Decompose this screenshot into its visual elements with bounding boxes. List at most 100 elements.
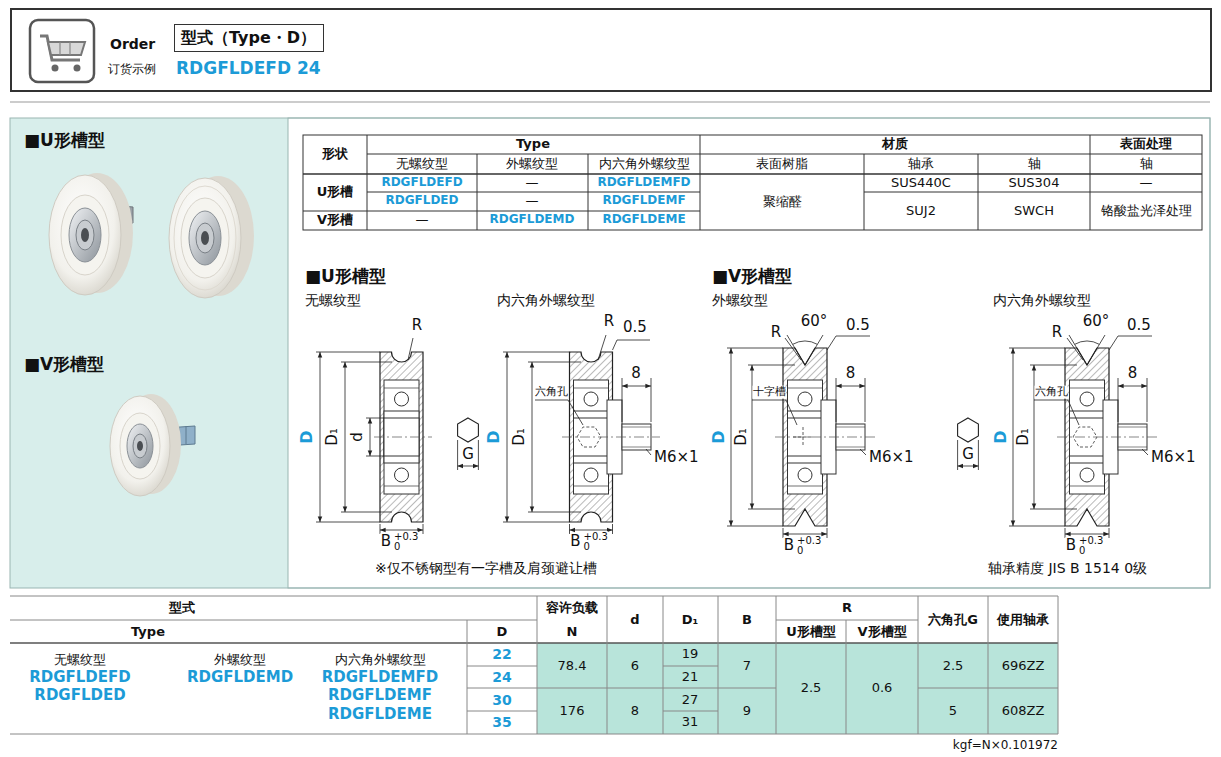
spec-table-grid: [303, 135, 1202, 230]
size-table-grid: [467, 620, 468, 734]
table-header: B: [742, 613, 752, 628]
part-number: RDGFLDEFD: [29, 669, 131, 686]
product-photo: [174, 186, 236, 290]
table-header: Type: [516, 137, 550, 152]
table-header: 型式: [169, 601, 195, 616]
part-number: RDGFLDED: [34, 687, 125, 704]
dimension-label: 8: [1127, 365, 1139, 382]
size-value: 24: [492, 669, 511, 685]
u-wheel-hex-drawing: [503, 352, 581, 522]
dimension-label: R: [770, 324, 782, 341]
dimension-label: D: [711, 430, 727, 443]
size-table-grid: [10, 596, 1058, 734]
v-wheel-thread-drawing: [836, 378, 865, 422]
cart-icon: [74, 65, 81, 72]
table-cell: 表面树脂: [756, 157, 808, 172]
v-wheel-thread-drawing: [787, 335, 823, 365]
dimension-label: 60°: [1082, 313, 1111, 330]
section-title: ■U形槽型: [305, 267, 386, 287]
dimension-label: R: [411, 317, 423, 334]
table-cell: 0.6: [872, 681, 893, 696]
dimension-label: G: [961, 446, 975, 463]
spec-table-grid: [303, 211, 700, 212]
table-cell: 696ZZ: [1002, 659, 1045, 674]
caption-text: 内六角外螺纹型: [497, 292, 595, 308]
box-heading: 型式（Type・D）: [181, 28, 316, 47]
u-wheel-hex-drawing: [503, 335, 660, 534]
u-wheel-hex-drawing: [646, 449, 651, 455]
dimension-label: D: [299, 430, 315, 443]
cart-icon: [69, 42, 70, 55]
table-cell: SWCH: [1014, 204, 1054, 219]
v-wheel-thread-drawing: [727, 348, 795, 526]
caption-text: 外螺纹型: [712, 292, 768, 308]
table-header: V形槽: [317, 213, 353, 228]
table-cell: 内六角外螺纹型: [599, 157, 690, 172]
dimension-label: B: [783, 537, 795, 554]
u-wheel-hex-drawing: [622, 378, 651, 422]
type-box: 型式（Type・D）: [174, 24, 324, 52]
u-wheel-hex-drawing: [613, 340, 651, 350]
table-header: 容许负载: [546, 601, 598, 616]
part-number: RDGFLDEMFD: [597, 176, 690, 190]
size-table-grid: [846, 620, 847, 734]
box-text: RDGFLDEFD 24: [176, 58, 321, 78]
dimension-label: M6×1: [653, 449, 700, 466]
callout-label: 十字槽: [753, 386, 786, 399]
callout-label: 六角孔: [535, 386, 568, 399]
size-table-grid: [10, 596, 1058, 597]
v-wheel-thread-drawing: [836, 386, 865, 387]
table-cell: 176: [560, 704, 585, 719]
v-wheel-hex-drawing: [958, 418, 979, 442]
cart-icon: [30, 20, 94, 82]
size-table-grid: [10, 596, 1058, 734]
table-cell: 外螺纹型: [506, 157, 558, 172]
v-wheel-thread-drawing: [860, 449, 866, 455]
dimension-label: D₁: [512, 427, 527, 447]
table-cell: SUS304: [1009, 176, 1060, 191]
part-number: RDGFLDEMD: [490, 213, 575, 227]
v-wheel-hex-drawing: [1109, 336, 1152, 350]
spec-table-grid: [700, 135, 701, 230]
dimension-label: D₁: [1016, 427, 1031, 447]
table-cell: —: [526, 194, 539, 209]
size-table-grid: [10, 642, 1058, 643]
dimension-label: M6×1: [1150, 449, 1197, 466]
table-cell: 5: [949, 704, 957, 719]
product-photo: [196, 223, 214, 253]
spec-table-grid: [1090, 135, 1091, 230]
section-title: ■V形槽型: [712, 267, 792, 287]
size-table-grid: [1058, 596, 1059, 734]
table-cell: 外螺纹型: [214, 653, 266, 668]
size-table-grid: [988, 596, 989, 734]
v-wheel-thread-drawing: [775, 437, 875, 438]
v-wheel-hex-drawing: [1118, 378, 1147, 422]
part-number: RDGFLDEME: [602, 213, 685, 227]
u-wheel-hex-drawing: [503, 335, 651, 534]
table-cell: 内六角外螺纹型: [335, 653, 426, 668]
table-header: 使用轴承: [997, 613, 1049, 628]
dimension-label: 0.5: [622, 319, 648, 336]
box-heading: ■U形槽型: [24, 130, 105, 150]
tolerance-label: 0: [1079, 545, 1085, 557]
dimension-label: D₁: [325, 427, 340, 447]
v-wheel-hex-drawing: [958, 335, 1157, 538]
cart-icon: [52, 65, 59, 72]
table-cell: 8: [631, 704, 639, 719]
table-cell: 轴承: [908, 157, 934, 172]
size-table-grid: [10, 620, 537, 621]
u-wheel-plain-drawing: [458, 440, 479, 470]
size-table-grid: [718, 596, 719, 734]
size-value: 30: [492, 692, 511, 708]
table-header: V形槽型: [857, 625, 906, 640]
main-panel: [10, 118, 1210, 588]
part-number: RDGFLDEFD: [381, 176, 462, 190]
dimension-label: D: [993, 430, 1009, 443]
u-wheel-hex-drawing: [598, 335, 606, 360]
table-cell: 21: [682, 670, 699, 685]
size-table-grid: [663, 596, 664, 734]
v-wheel-hex-drawing: [1067, 338, 1083, 360]
main-panel: [10, 118, 288, 588]
u-wheel-hex-drawing: [507, 352, 508, 522]
v-wheel-hex-drawing: [1034, 400, 1079, 425]
